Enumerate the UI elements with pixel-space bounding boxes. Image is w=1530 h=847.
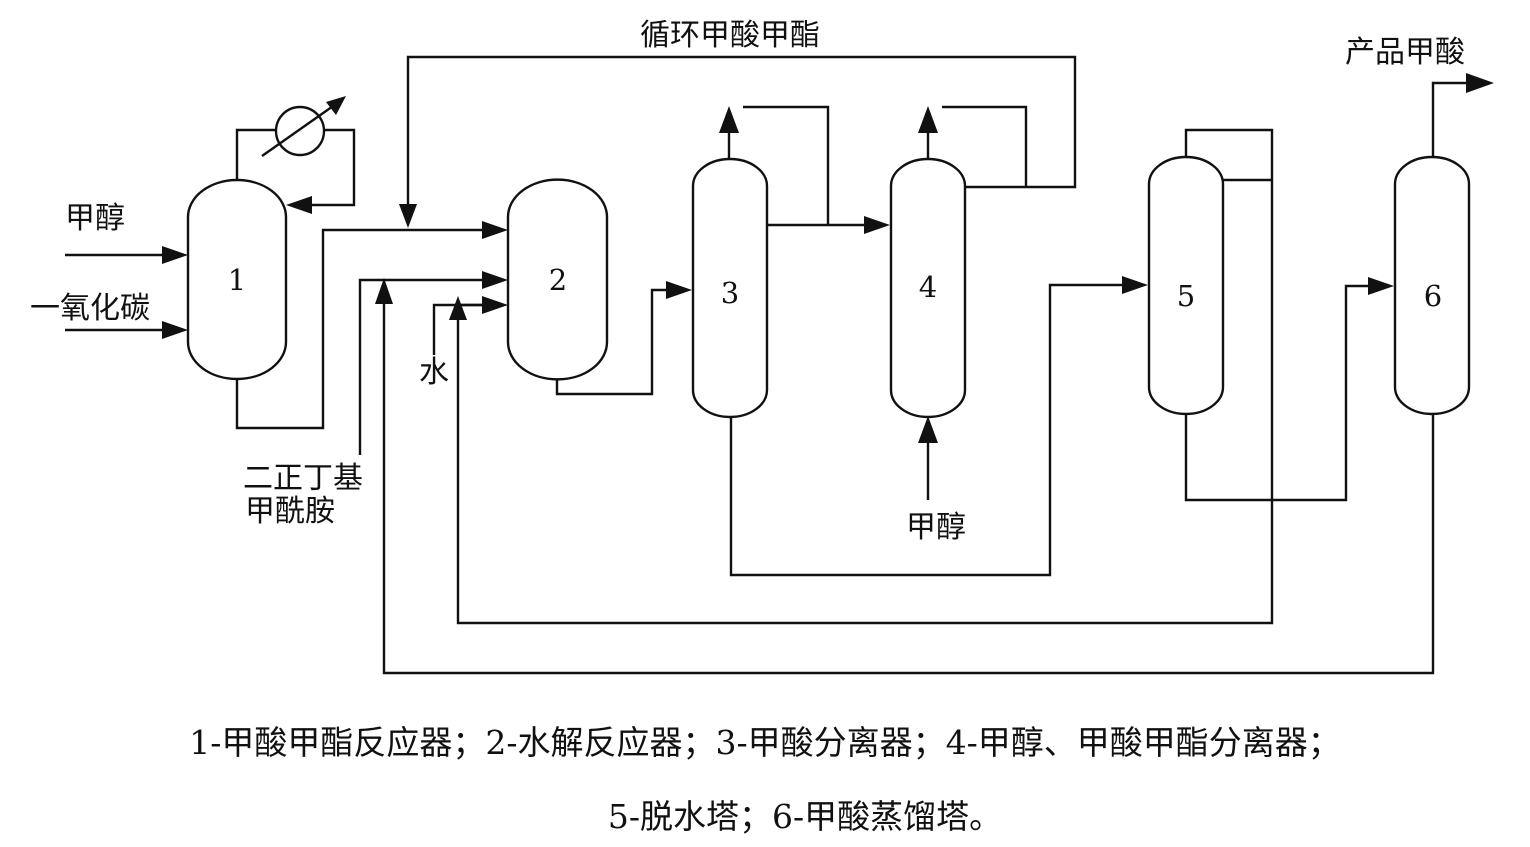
- label-methanol-feed: 甲醇: [65, 201, 125, 236]
- arrow-to-c5: [1122, 276, 1148, 294]
- unit-number-3: 3: [721, 276, 739, 310]
- piping: [65, 55, 1470, 675]
- heat-exchanger-arrow-head: [326, 96, 346, 115]
- label-recycle-methyl-formate: 循环甲酸甲酯: [640, 18, 820, 53]
- arrow-to-r2-water: [482, 296, 508, 314]
- arrow-to-r2-top: [482, 221, 508, 239]
- vessel-4: [889, 157, 967, 419]
- arrow-to-c3: [666, 281, 692, 299]
- c5-overhead-line: [1184, 128, 1274, 180]
- arrow-dbf-up: [375, 278, 393, 304]
- arrow-water-recycle-up: [449, 296, 467, 320]
- arrow-to-r2-dbf: [482, 271, 508, 289]
- arrow-methanol-to-r1: [162, 246, 188, 264]
- vessel-2: [506, 178, 609, 381]
- caption-line-1: 1-甲酸甲酯反应器；2-水解反应器；3-甲酸分离器；4-甲醇、甲酸甲酯分离器；: [189, 723, 1341, 762]
- label-methanol-to-c4: 甲醇: [906, 510, 966, 545]
- arrow-c4-overhead: [918, 106, 938, 133]
- water-recycle-line: [456, 180, 1274, 625]
- label-carbon-monoxide: 一氧化碳: [30, 291, 150, 326]
- caption-line-2: 5-脱水塔；6-甲酸蒸馏塔。: [608, 797, 1002, 836]
- label-water: 水: [419, 355, 449, 390]
- figure-caption: 1-甲酸甲酯反应器；2-水解反应器；3-甲酸分离器；4-甲醇、甲酸甲酯分离器； …: [189, 723, 1341, 836]
- heat-exchanger-arrow-shaft: [261, 103, 337, 157]
- unit-number-6: 6: [1424, 279, 1442, 313]
- arrow-to-c6: [1368, 277, 1394, 295]
- vessels: [186, 155, 1471, 419]
- arrow-to-c4: [864, 216, 890, 234]
- unit-number-4: 4: [919, 270, 937, 304]
- dbf-recycle-line: [382, 292, 1435, 675]
- c5-to-c6-line: [1184, 284, 1378, 502]
- dbf-feed-line: [358, 278, 492, 455]
- reactor1-overhead-line: [235, 128, 276, 180]
- label-dibutylformamide-1: 二正丁基: [243, 461, 363, 496]
- unit-number-2: 2: [549, 263, 567, 297]
- product-line: [1431, 81, 1470, 158]
- vessel-1: [186, 178, 288, 381]
- arrow-condenser-return: [286, 196, 312, 214]
- unit-number-1: 1: [228, 263, 246, 297]
- vessel-5: [1147, 155, 1225, 416]
- condenser-return-line: [302, 128, 356, 207]
- r1-to-r2-line: [235, 228, 492, 430]
- c4-reflux-line: [942, 105, 1028, 187]
- heat-exchanger-icon: [274, 105, 326, 157]
- arrow-methanol-to-c4: [918, 416, 938, 443]
- stream-labels: 甲醇 一氧化碳 循环甲酸甲酯 水 二正丁基 甲酰胺 甲醇 产品甲酸: [30, 18, 1465, 545]
- c3-to-c5-line: [729, 283, 1132, 577]
- arrow-c3-overhead: [719, 106, 739, 133]
- unit-number-5: 5: [1177, 279, 1195, 313]
- label-dibutylformamide-2: 甲酰胺: [245, 494, 335, 529]
- unit-numbers: 1 2 3 4 5 6: [228, 263, 1442, 313]
- vessel-3: [691, 157, 769, 419]
- label-product-formic-acid: 产品甲酸: [1345, 35, 1465, 70]
- recycle-methyl-formate-line: [406, 55, 1077, 214]
- vessel-6: [1393, 155, 1471, 416]
- arrow-co-to-r1: [162, 321, 188, 339]
- arrow-recycle-down: [399, 204, 417, 228]
- arrow-product: [1466, 73, 1494, 93]
- r2-to-c3-line: [555, 288, 676, 396]
- c3-reflux-line: [743, 105, 830, 225]
- flow-arrows: [162, 73, 1494, 443]
- condenser: [261, 96, 346, 157]
